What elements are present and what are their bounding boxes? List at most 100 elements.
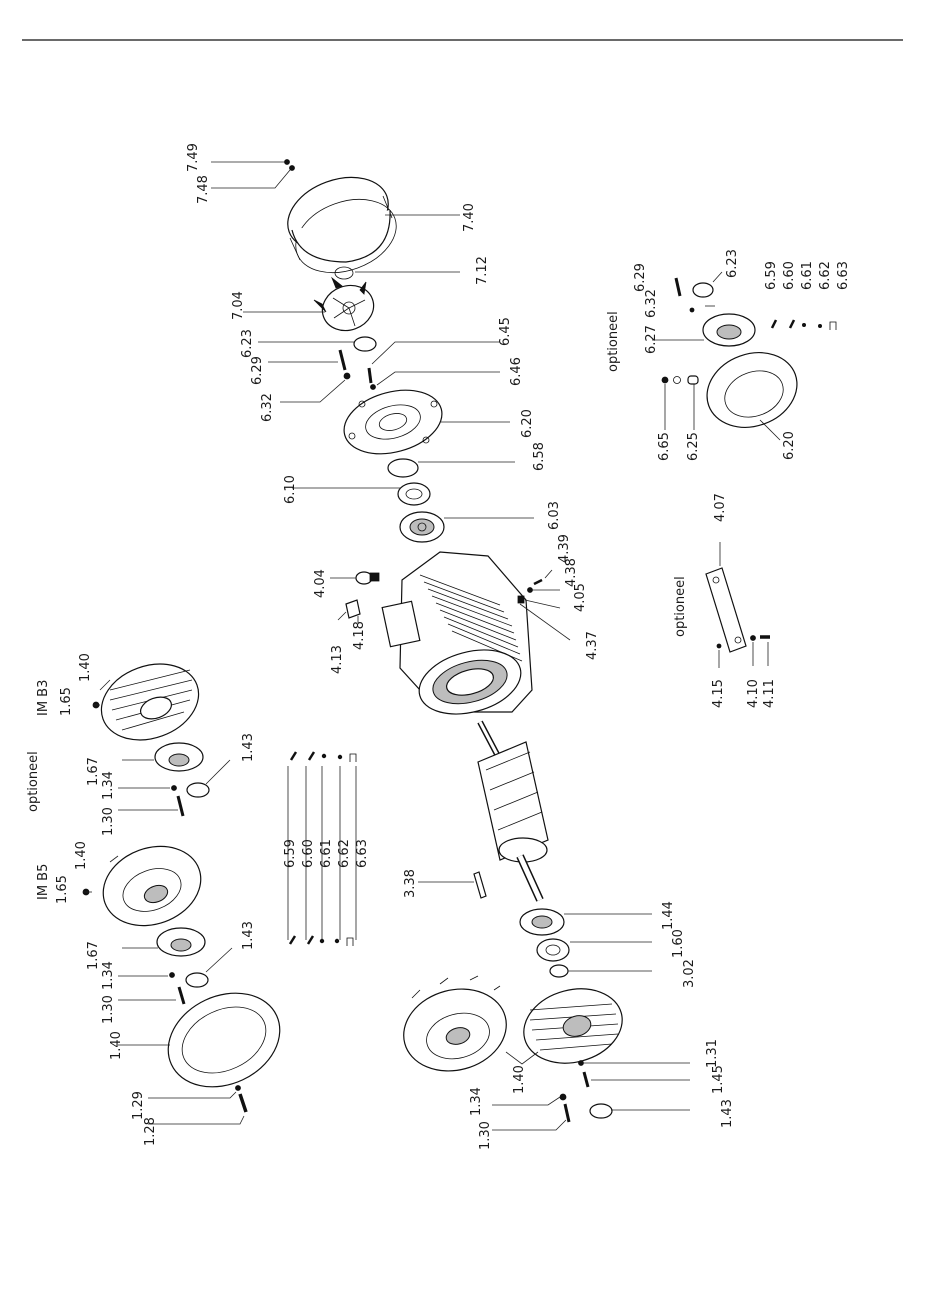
label-6-32-opt: 6.32 [644,289,659,318]
label-6-20: 6.20 [520,409,535,438]
label-1-34-b3: 1.34 [101,771,116,800]
label-6-61-mid: 6.61 [319,839,334,868]
part-6-29-bolt [338,349,347,371]
part-6-65-washer-opt [673,376,681,384]
part-1-31-washer [578,1060,584,1066]
label-6-62-mid: 6.62 [337,839,352,868]
label-4-05: 4.05 [573,583,588,612]
part-7-12-circlip [334,266,354,280]
label-6-63-mid: 6.63 [355,839,370,868]
label-1-67-b3: 1.67 [86,757,101,786]
label-1-40-bottom: 1.40 [512,1065,527,1094]
part-6-23-seal-ring [353,336,377,352]
label-7-12: 7.12 [475,256,490,285]
part-1-30-bolt [563,1103,571,1123]
part-rotor [477,720,549,902]
part-6-46-washer [370,384,376,390]
part-1-44-bearing-cap [519,908,565,936]
label-4-07: 4.07 [713,493,728,522]
label-4-37: 4.37 [585,631,600,660]
label-7-40: 7.40 [462,203,477,232]
part-1-34-nut [559,1093,567,1101]
label-7-48: 7.48 [196,175,211,204]
label-1-65-b3: 1.65 [59,687,74,716]
label-1-67-b5: 1.67 [86,941,101,970]
label-6-25: 6.25 [686,432,701,461]
label-1-31: 1.31 [705,1039,720,1068]
label-4-38: 4.38 [564,558,579,587]
label-6-58: 6.58 [532,442,547,471]
label-4-13: 4.13 [330,645,345,674]
part-im-b3-end-shield [100,663,200,741]
part-6-10-bearing [397,482,431,506]
label-6-10: 6.10 [283,475,298,504]
part-6-03-bearing-cover [399,511,445,543]
label-1-45: 1.45 [711,1065,726,1094]
leader-lines [83,161,781,1131]
label-4-15: 4.15 [711,679,726,708]
label-1-34-bottom: 1.34 [469,1087,484,1116]
label-6-59-mid: 6.59 [283,839,298,868]
label-6-23: 6.23 [240,329,255,358]
label-6-61-right: 6.61 [800,261,815,290]
part-6-65-nut-opt [661,376,669,384]
part-4-04-eye-bolt [355,571,380,585]
label-7-04: 7.04 [231,291,246,320]
label-6-32: 6.32 [260,393,275,422]
part-3-38-key [473,871,487,899]
part-4-07-mounting-bar [705,567,747,653]
part-4-05-terminal [517,595,525,604]
label-optioneel-left: optioneel [26,751,41,812]
label-4-10: 4.10 [746,679,761,708]
label-4-39: 4.39 [557,534,572,563]
part-6-45-screw [367,367,373,384]
part-6-58-o-ring [387,458,419,478]
part-1-43-seal-b5 [185,972,209,988]
part-7-48-washer [289,165,295,171]
label-1-44: 1.44 [661,901,676,930]
label-1-30-b5: 1.30 [101,995,116,1024]
part-6-25-plug-opt [687,375,699,385]
label-7-49: 7.49 [186,143,201,172]
label-6-03: 6.03 [547,501,562,530]
part-1-28-bolt [238,1093,248,1113]
small-parts-bottom-row [288,935,354,946]
part-1-34-nut-b3 [171,785,177,791]
part-1-43-seal-b3 [186,782,210,798]
label-optioneel-right: optioneel [606,311,621,372]
label-1-40-b5: 1.40 [74,841,89,870]
label-6-29-opt: 6.29 [633,263,648,292]
label-3-02: 3.02 [682,959,697,988]
label-1-65-b5: 1.65 [55,875,70,904]
part-1-34-nut-b5 [169,972,175,978]
label-im-b3: IM B3 [36,680,51,716]
label-6-60-right: 6.60 [782,261,797,290]
label-1-43-bottom: 1.43 [720,1099,735,1128]
label-6-59-right: 6.59 [764,261,779,290]
label-1-40-flange: 1.40 [109,1031,124,1060]
part-6-27-bearing-cap-opt [702,313,756,347]
part-1-30-bolt-b3 [176,795,185,817]
label-6-23-opt: 6.23 [725,249,740,278]
part-4-13-nameplate [345,599,361,619]
part-4-15-pin [716,643,722,649]
label-6-20-opt: 6.20 [782,431,797,460]
part-labels: 7.49 7.48 7.40 7.12 7.04 6.23 6.29 6.32 … [26,143,851,1150]
label-1-43-b5: 1.43 [241,921,256,950]
part-7-49-screw [284,159,290,165]
label-6-62-right: 6.62 [818,261,833,290]
label-1-40-b3: 1.40 [78,653,93,682]
label-1-28: 1.28 [143,1117,158,1146]
part-6-20-end-shield [343,389,443,455]
part-6-23-seal-opt [692,282,714,298]
small-parts-top-row [289,751,357,762]
part-4-38-washer [527,587,533,593]
part-1-67-bearing-cap-b5 [156,927,206,957]
part-stator-housing [381,551,533,715]
label-4-11: 4.11 [762,679,777,708]
label-im-b5: IM B5 [36,864,51,900]
part-4-10-washer [750,635,756,641]
label-1-43-b3: 1.43 [241,733,256,762]
